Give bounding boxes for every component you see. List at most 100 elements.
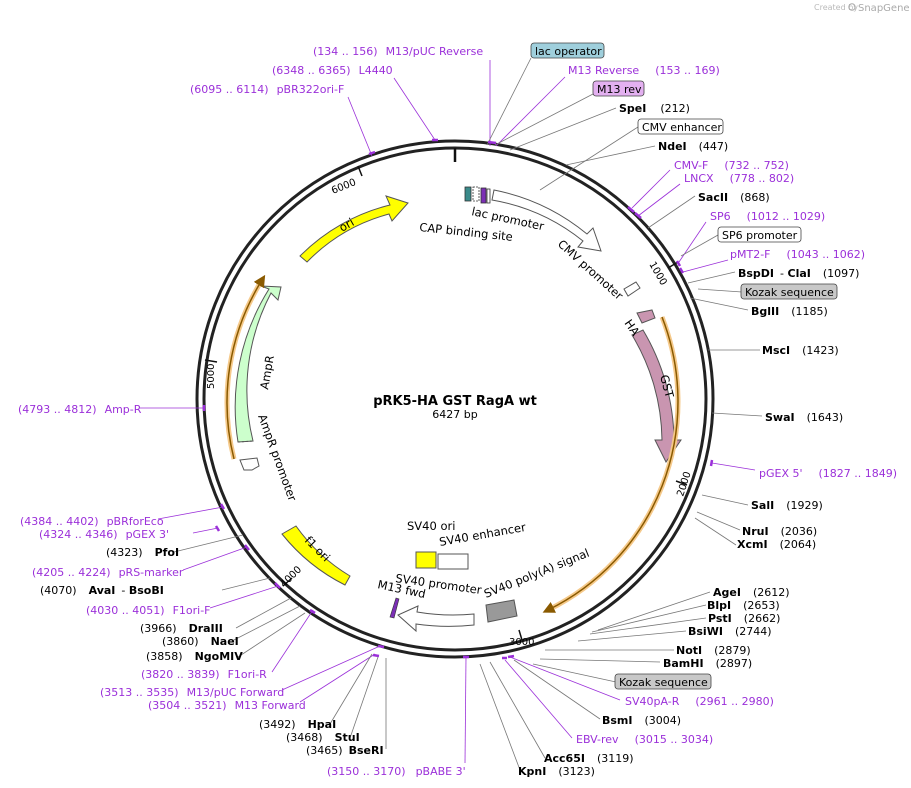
box-sp6-promoter[interactable] (717, 226, 802, 243)
gst-feature[interactable] (631, 329, 682, 463)
cap-site-feature[interactable] (486, 188, 491, 204)
enzyme-kpni[interactable]: KpnI(3123) (518, 765, 595, 778)
enzyme-draiii[interactable]: (3966)DraIII (140, 622, 223, 635)
primer-f1ori-f[interactable]: (4030 .. 4051)F1ori-F (86, 604, 211, 617)
primer-m13puc-reverse[interactable]: (134 .. 156)M13/pUC Reverse (313, 45, 483, 58)
ha-feature[interactable] (636, 309, 656, 324)
ampr-feature[interactable] (234, 285, 282, 443)
gst-label: GST (657, 373, 677, 400)
ampr-label: AmpR (257, 354, 277, 390)
cmv-promoter-feature[interactable] (491, 189, 602, 252)
primer-marks (202, 138, 714, 660)
box-lac-operator[interactable] (530, 42, 605, 59)
feature-boxes: lac operator M13 rev CMV enhancer SP6 pr… (530, 42, 838, 690)
enzyme-sali[interactable]: SalI(1929) (751, 499, 823, 512)
sv40-polya-feature[interactable] (485, 599, 518, 623)
box-cmv-enhancer-label: CMV enhancer (642, 121, 722, 134)
primer-pgex3[interactable]: (4324 .. 4346)pGEX 3' (39, 528, 169, 541)
m13-fwd-feature[interactable] (389, 597, 400, 619)
tick-6000 (357, 165, 363, 177)
enzyme-sacii[interactable]: SacII(868) (698, 191, 770, 204)
ampr-promoter-label: AmpR promoter (255, 412, 300, 503)
enzyme-acc65i[interactable]: Acc65I(3119) (544, 752, 634, 765)
ori-feature[interactable] (299, 195, 409, 263)
enzyme-bspdi-clai[interactable]: BspDI- ClaI(1097) (738, 267, 859, 280)
cmv-promoter-tail (623, 281, 641, 297)
f1-ori-feature[interactable] (281, 525, 351, 586)
enzyme-msci[interactable]: MscI(1423) (762, 344, 839, 357)
tick-4000 (282, 577, 293, 587)
ampr-promoter-feature[interactable] (239, 457, 260, 471)
primer-m13puc-forward[interactable]: (3513 .. 3535)M13/pUC Forward (100, 686, 284, 699)
snapgene-logo-icon (848, 3, 856, 11)
tick-2000 (675, 480, 688, 486)
primer-m13-forward[interactable]: (3504 .. 3521)M13 Forward (148, 699, 306, 712)
sv40-promoter-feature[interactable] (397, 605, 475, 633)
tick-5000 (204, 359, 218, 363)
enzyme-stui[interactable]: (3468)StuI (286, 731, 360, 744)
enzyme-psti[interactable]: PstI(2662) (708, 612, 780, 625)
enzyme-bglii[interactable]: BglII(1185) (751, 305, 828, 318)
backbone-outer (195, 139, 715, 659)
ori-label: ori (337, 215, 357, 235)
sv40-ori-feature[interactable] (415, 551, 437, 569)
enzyme-avai-bsobi[interactable]: (4070)AvaI- BsoBI (40, 584, 164, 597)
box-m13-rev[interactable] (592, 80, 645, 97)
primer-sp6[interactable]: SP6(1012 .. 1029) (710, 210, 825, 223)
plasmid-size: 6427 bp (432, 408, 477, 421)
enzyme-pfoi[interactable]: (4323)PfoI (106, 546, 179, 559)
tick-3000 (518, 629, 523, 641)
box-sp6-promoter-label: SP6 promoter (722, 229, 798, 242)
primer-pbabe3[interactable]: (3150 .. 3170)pBABE 3' (327, 765, 466, 778)
lac-promoter-feature[interactable] (472, 186, 480, 202)
tick-label-3000: 3000 (509, 637, 534, 648)
enzyme-spei[interactable]: SpeI(212) (619, 102, 690, 115)
enzyme-labels: SpeI(212) NdeI(447) SacII(868) BspDI- Cl… (40, 102, 859, 778)
primer-pgex5[interactable]: pGEX 5'(1827 .. 1849) (759, 467, 897, 480)
enzyme-bsiwi[interactable]: BsiWI(2744) (688, 625, 772, 638)
box-lac-operator-label: lac operator (535, 45, 602, 58)
primer-ebv-rev[interactable]: EBV-rev(3015 .. 3034) (576, 733, 713, 746)
enzyme-bseri[interactable]: (3465)BseRI (306, 744, 384, 757)
enzyme-xcmi[interactable]: XcmI(2064) (737, 538, 816, 551)
enzyme-bsmi[interactable]: BsmI(3004) (602, 714, 681, 727)
ampr-orf-arrow (226, 274, 266, 460)
box-kozak-2-label: Kozak sequence (619, 676, 708, 689)
enzyme-blpi[interactable]: BlpI(2653) (707, 599, 780, 612)
primer-sv40pa-r[interactable]: SV40pA-R(2961 .. 2980) (625, 695, 774, 708)
primer-f1ori-r[interactable]: (3820 .. 3839)F1ori-R (141, 668, 267, 681)
lac-operator-feature[interactable] (464, 186, 472, 202)
sv40-enhancer-feature[interactable] (437, 553, 469, 570)
box-kozak-1[interactable] (740, 283, 838, 300)
enzyme-nrui[interactable]: NruI(2036) (742, 525, 817, 538)
primer-pbrforeco[interactable]: (4384 .. 4402)pBRforEco (20, 515, 164, 528)
enzyme-noti[interactable]: NotI(2879) (676, 644, 751, 657)
ampr-divider (237, 440, 254, 443)
enzyme-bamhi[interactable]: BamHI(2897) (663, 657, 752, 670)
box-m13-rev-label: M13 rev (597, 83, 642, 96)
enzyme-swai[interactable]: SwaI(1643) (765, 411, 843, 424)
credit-brand: SnapGene (858, 3, 910, 14)
enzyme-agei[interactable]: AgeI(2612) (713, 586, 790, 599)
primer-cmv-f[interactable]: CMV-F(732 .. 752) (674, 159, 789, 172)
primer-m13-reverse[interactable]: M13 Reverse(153 .. 169) (568, 64, 720, 77)
primer-pbr322ori-f[interactable]: (6095 .. 6114)pBR322ori-F (190, 83, 344, 96)
primer-amp-r[interactable]: (4793 .. 4812)Amp-R (18, 403, 142, 416)
box-cmv-enhancer[interactable] (637, 118, 724, 135)
enzyme-naei[interactable]: (3860)NaeI (162, 635, 239, 648)
primer-l4440[interactable]: (6348 .. 6365)L4440 (272, 64, 393, 77)
box-kozak-2[interactable] (614, 673, 712, 690)
m13-rev-feature[interactable] (480, 187, 487, 204)
primer-lncx[interactable]: LNCX(778 .. 802) (684, 172, 794, 185)
gst-orf-arrow (542, 316, 679, 613)
sv40-ori-label: SV40 ori (407, 519, 455, 533)
tick-label-5000: 5000 (206, 364, 217, 389)
primer-pmt2-f[interactable]: pMT2-F(1043 .. 1062) (730, 248, 865, 261)
enzyme-ndei[interactable]: NdeI(447) (658, 140, 728, 153)
enzyme-ngomiv[interactable]: (3858)NgoMIV (146, 650, 243, 663)
plasmid-name: pRK5-HA GST RagA wt (373, 394, 537, 409)
enzyme-hpai[interactable]: (3492)HpaI (259, 718, 336, 731)
tick-label-4000: 4000 (278, 564, 304, 590)
primer-prs-marker[interactable]: (4205 .. 4224)pRS-marker (32, 566, 184, 579)
